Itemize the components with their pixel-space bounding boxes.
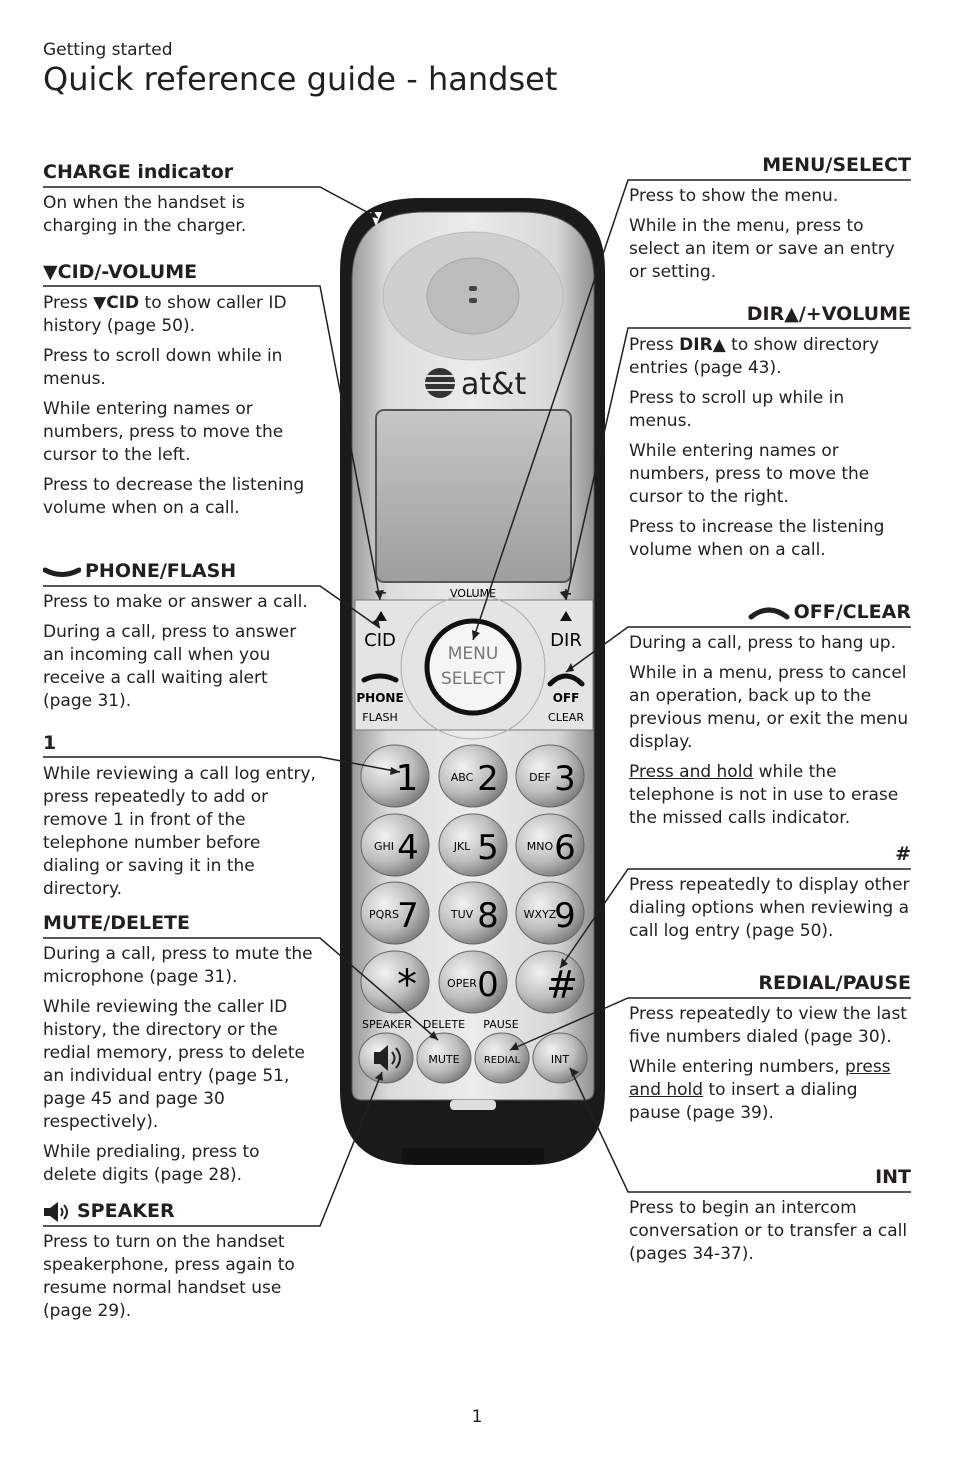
brand-text: at&t xyxy=(461,367,527,402)
heading-int: INT xyxy=(875,1166,911,1188)
section-int: INT Press to begin an intercom conversat… xyxy=(629,1166,911,1264)
section-dir-volume: DIR▲/+VOLUME Press DIR▲ to show director… xyxy=(629,303,911,560)
dir-key: DIR xyxy=(550,630,582,651)
svg-text:REDIAL: REDIAL xyxy=(484,1055,521,1066)
svg-text:OPER: OPER xyxy=(447,977,477,990)
svg-text:#: # xyxy=(546,963,578,1007)
mute-key: MUTE xyxy=(416,1032,472,1084)
down-triangle-icon: ▼ xyxy=(43,261,58,283)
key-5: JKL 5 xyxy=(438,813,508,877)
svg-text:7: 7 xyxy=(397,896,419,936)
up-triangle-icon: ▲ xyxy=(712,335,726,355)
svg-text:3: 3 xyxy=(554,759,576,799)
heading-menu: MENU/SELECT xyxy=(762,154,911,176)
svg-text:1: 1 xyxy=(396,758,419,799)
svg-text:GHI: GHI xyxy=(374,840,394,853)
key-star: * xyxy=(360,950,430,1014)
svg-text:2: 2 xyxy=(477,759,499,799)
svg-text:PQRS: PQRS xyxy=(369,908,399,921)
phone-handset-icon xyxy=(43,567,81,577)
svg-text:MUTE: MUTE xyxy=(428,1053,459,1066)
page-title: Quick reference guide - handset xyxy=(43,60,558,98)
heading-charge: CHARGE indicator xyxy=(43,161,234,183)
section-menu-select: MENU/SELECT Press to show the menu. Whil… xyxy=(629,154,911,282)
section-cid-volume: ▼CID/-VOLUME Press ▼CID to show caller I… xyxy=(43,260,318,527)
key-hash: # xyxy=(515,950,585,1014)
section-off-clear: OFF/CLEAR During a call, press to hang u… xyxy=(629,600,911,828)
heading-dir: DIR▲/+VOLUME xyxy=(746,303,911,325)
lcd-screen xyxy=(375,409,572,583)
svg-text:DEF: DEF xyxy=(529,771,551,784)
section-speaker: SPEAKER Press to turn on the handset spe… xyxy=(43,1199,318,1330)
svg-text:ABC: ABC xyxy=(451,771,474,784)
svg-text:9: 9 xyxy=(554,896,576,936)
svg-text:WXYZ: WXYZ xyxy=(524,908,557,921)
up-triangle-icon: ▲ xyxy=(784,303,799,325)
heading-mute: MUTE/DELETE xyxy=(43,912,190,934)
key-1: 1 xyxy=(360,744,430,808)
page-number: 1 xyxy=(471,1407,483,1427)
svg-text:8: 8 xyxy=(477,896,499,936)
heading-cid: ▼CID/-VOLUME xyxy=(43,261,198,283)
section-hash: # Press repeatedly to display other dial… xyxy=(629,843,911,941)
speaker-key xyxy=(358,1032,414,1084)
svg-text:MNO: MNO xyxy=(527,840,554,853)
att-logo: at&t xyxy=(425,367,527,402)
heading-1: 1 xyxy=(43,732,57,754)
section-phone-flash: PHONE/FLASH Press to make or answer a ca… xyxy=(43,559,318,720)
cid-key: CID xyxy=(364,630,396,651)
heading-speaker: SPEAKER xyxy=(43,1199,318,1227)
svg-text:INT: INT xyxy=(551,1053,569,1066)
heading-hash: # xyxy=(895,843,911,865)
phone-key: PHONE xyxy=(356,691,403,705)
heading-redial: REDIAL/PAUSE xyxy=(758,972,911,994)
redial-key: REDIAL xyxy=(474,1032,530,1084)
hang-up-icon xyxy=(748,607,790,619)
svg-text:MENU: MENU xyxy=(448,644,499,664)
heading-phone: PHONE/FLASH xyxy=(43,559,318,587)
charge-text: On when the handset is charging in the c… xyxy=(43,193,247,236)
svg-text:JKL: JKL xyxy=(453,840,471,853)
svg-text:0: 0 xyxy=(477,965,499,1005)
svg-text:CLEAR: CLEAR xyxy=(548,711,584,724)
down-triangle-icon: ▼ xyxy=(93,293,107,313)
menu-select-key xyxy=(424,618,522,716)
svg-text:DELETE: DELETE xyxy=(423,1018,465,1031)
svg-text:6: 6 xyxy=(554,828,576,868)
svg-text:SELECT: SELECT xyxy=(441,669,506,689)
heading-off: OFF/CLEAR xyxy=(629,600,911,628)
svg-text:SPEAKER: SPEAKER xyxy=(362,1018,412,1031)
leader-lines xyxy=(43,179,911,1227)
svg-text:PAUSE: PAUSE xyxy=(483,1018,518,1031)
svg-text:FLASH: FLASH xyxy=(362,711,398,724)
volume-label: VOLUME xyxy=(450,587,496,600)
speaker-icon xyxy=(44,1201,68,1222)
svg-text:4: 4 xyxy=(397,828,419,868)
svg-text:TUV: TUV xyxy=(450,908,474,921)
section-key-1: 1 While reviewing a call log entry, pres… xyxy=(43,731,318,908)
section-kicker: Getting started xyxy=(43,40,173,60)
svg-text:5: 5 xyxy=(477,828,499,868)
svg-text:*: * xyxy=(397,962,417,1008)
section-charge-indicator: CHARGE indicator On when the handset is … xyxy=(43,160,318,245)
section-mute-delete: MUTE/DELETE During a call, press to mute… xyxy=(43,911,318,1194)
off-key: OFF xyxy=(553,691,580,705)
int-key: INT xyxy=(532,1032,588,1084)
section-redial-pause: REDIAL/PAUSE Press repeatedly to view th… xyxy=(629,972,911,1123)
